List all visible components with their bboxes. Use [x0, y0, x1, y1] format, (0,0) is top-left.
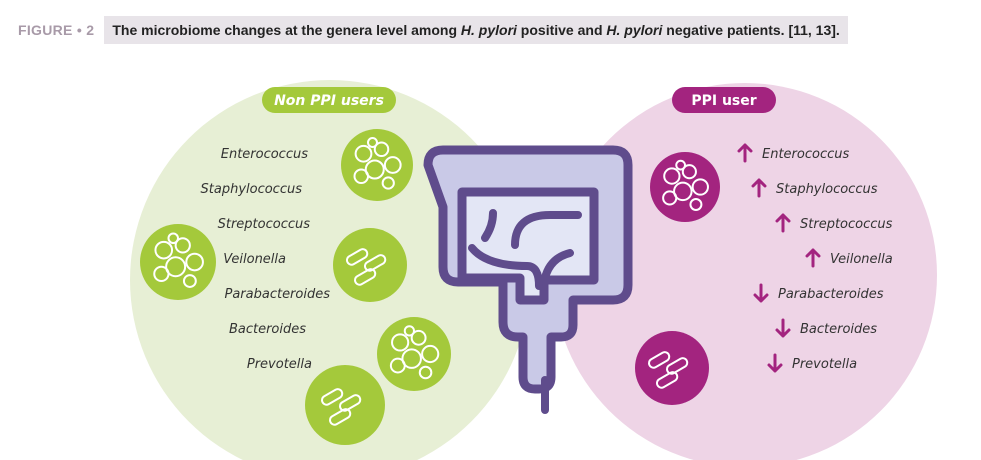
bacilli-bacteria-icon	[305, 365, 385, 445]
figure-label: FIGURE • 2	[18, 22, 95, 38]
title-italic: H. pylori	[460, 22, 517, 38]
cocci-bacteria-icon	[377, 317, 451, 391]
title-text: The microbiome changes at the genera lev…	[112, 22, 461, 38]
arrow-down-icon	[775, 318, 791, 338]
figure-title: The microbiome changes at the genera lev…	[104, 16, 848, 44]
arrow-down-icon	[767, 353, 783, 373]
genus-label: Staphylococcus	[776, 182, 878, 197]
genus-label: Streptococcus	[218, 217, 311, 232]
bacilli-bacteria-icon	[635, 331, 709, 405]
genus-label: Veilonella	[223, 252, 286, 267]
title-italic: H. pylori	[606, 22, 663, 38]
genus-label: Bacteroides	[229, 322, 306, 337]
genus-label: Enterococcus	[221, 147, 308, 162]
caption: FIGURE • 2 The microbiome changes at the…	[18, 16, 848, 44]
genus-label: Prevotella	[792, 357, 857, 372]
title-text: positive and	[516, 22, 607, 38]
non-ppi-badge-label: Non PPI users	[274, 93, 384, 109]
genus-label: Parabacteroides	[224, 287, 330, 302]
cocci-bacteria-icon	[650, 152, 720, 222]
ppi-badge	[672, 87, 776, 113]
bacilli-bacteria-icon	[333, 228, 407, 302]
arrow-up-icon	[751, 178, 767, 198]
cocci-bacteria-icon	[341, 129, 413, 201]
arrow-up-icon	[805, 248, 821, 268]
arrow-up-icon	[775, 213, 791, 233]
genus-label: Parabacteroides	[778, 287, 884, 302]
arrow-down-icon	[753, 283, 769, 303]
title-text: negative patients. [11, 13].	[662, 22, 840, 38]
non-ppi-badge	[262, 87, 396, 113]
arrow-up-icon	[737, 143, 753, 163]
intestine-icon	[423, 145, 633, 414]
genus-label: Prevotella	[247, 357, 312, 372]
cocci-bacteria-icon	[140, 224, 216, 300]
genus-label: Streptococcus	[800, 217, 893, 232]
genus-label: Enterococcus	[762, 147, 849, 162]
genus-label: Veilonella	[830, 252, 893, 267]
ppi-badge-label: PPI user	[691, 93, 756, 109]
genus-label: Bacteroides	[800, 322, 877, 337]
genus-label: Staphylococcus	[201, 182, 303, 197]
